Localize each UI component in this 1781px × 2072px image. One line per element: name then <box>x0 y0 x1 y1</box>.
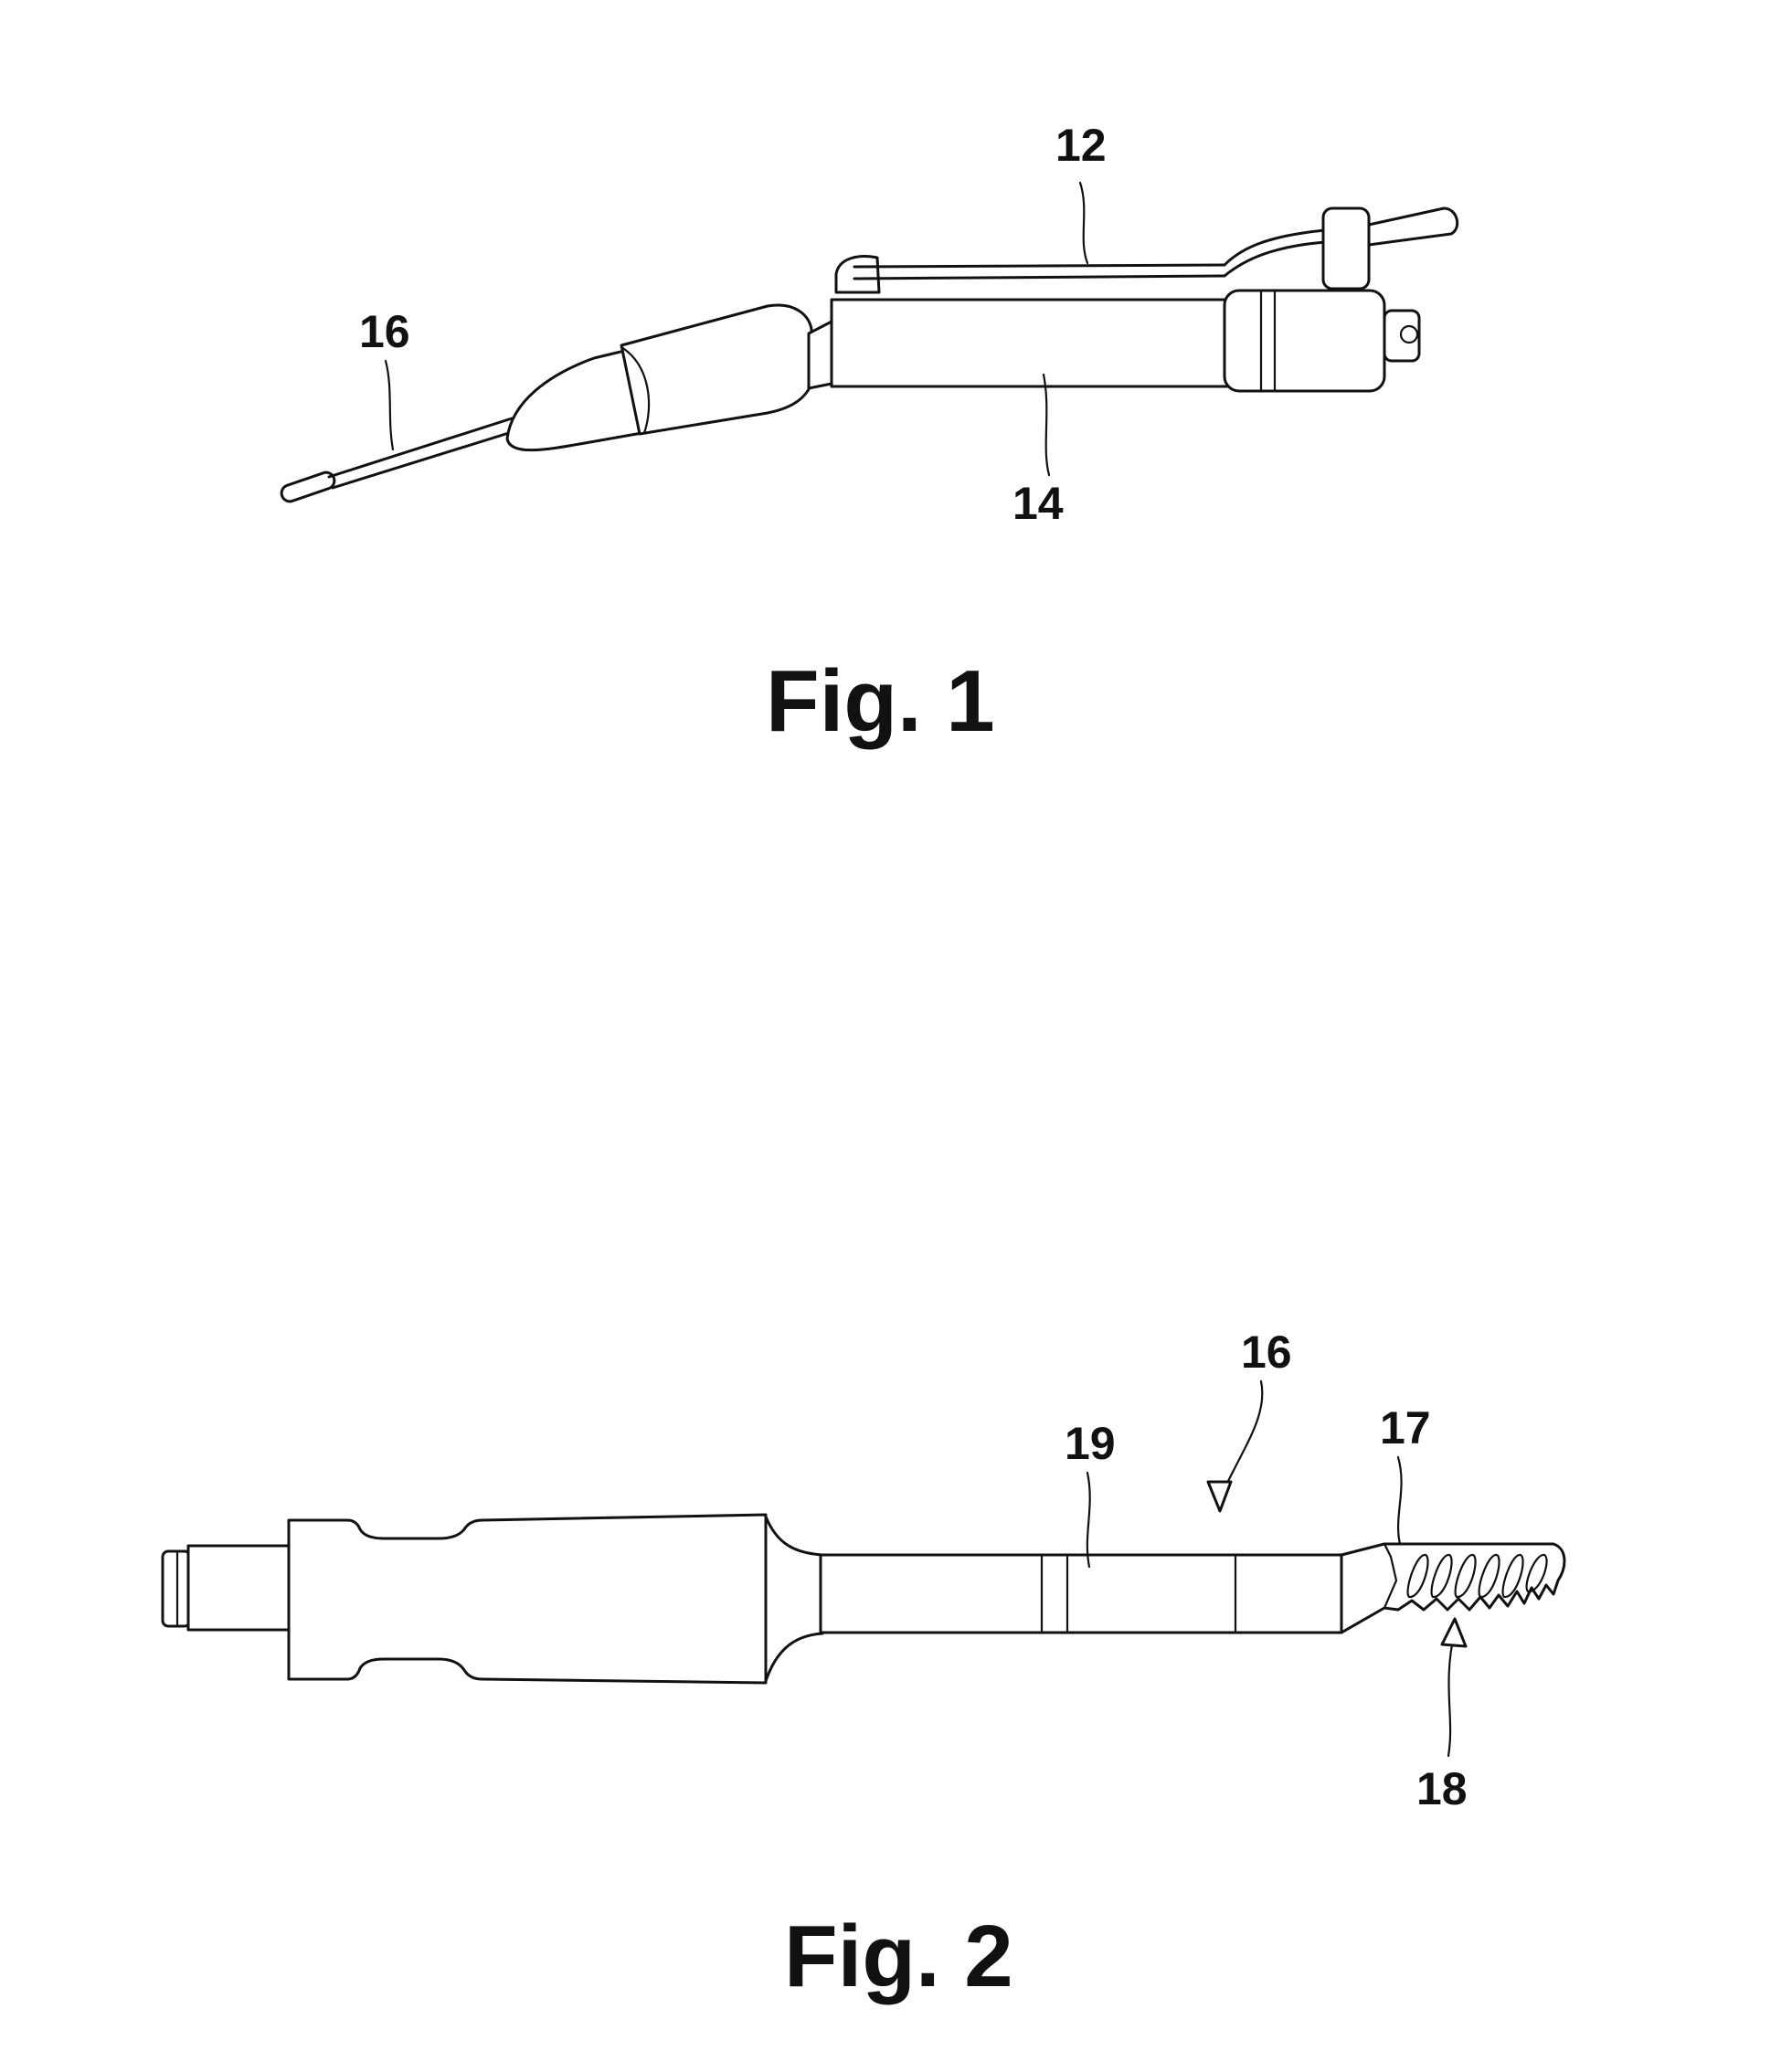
fig1-ref-14: 14 <box>1012 478 1064 529</box>
fig2-ref-17: 17 <box>1380 1402 1431 1454</box>
fig2-ref-18: 18 <box>1416 1763 1468 1814</box>
figure-1: 16 12 14 Fig. 1 <box>280 120 1458 750</box>
fig2-ref-19: 19 <box>1065 1418 1116 1469</box>
cable-tube <box>836 208 1458 292</box>
motor-body <box>832 291 1419 391</box>
cutting-head <box>1341 1544 1564 1633</box>
fig1-ref-12: 12 <box>1055 120 1107 171</box>
fig1-caption: Fig. 1 <box>766 652 995 750</box>
probe-shaft <box>280 418 514 503</box>
fig1-ref-16: 16 <box>359 306 410 357</box>
fig2-caption: Fig. 2 <box>784 1908 1013 2005</box>
figure-2: 16 17 19 18 Fig. 2 <box>163 1327 1564 2005</box>
coupling-end <box>163 1546 289 1630</box>
handle-body <box>289 1515 822 1683</box>
shaft <box>821 1555 1341 1633</box>
handpiece-grip <box>507 305 832 450</box>
fig2-ref-16: 16 <box>1241 1327 1292 1378</box>
